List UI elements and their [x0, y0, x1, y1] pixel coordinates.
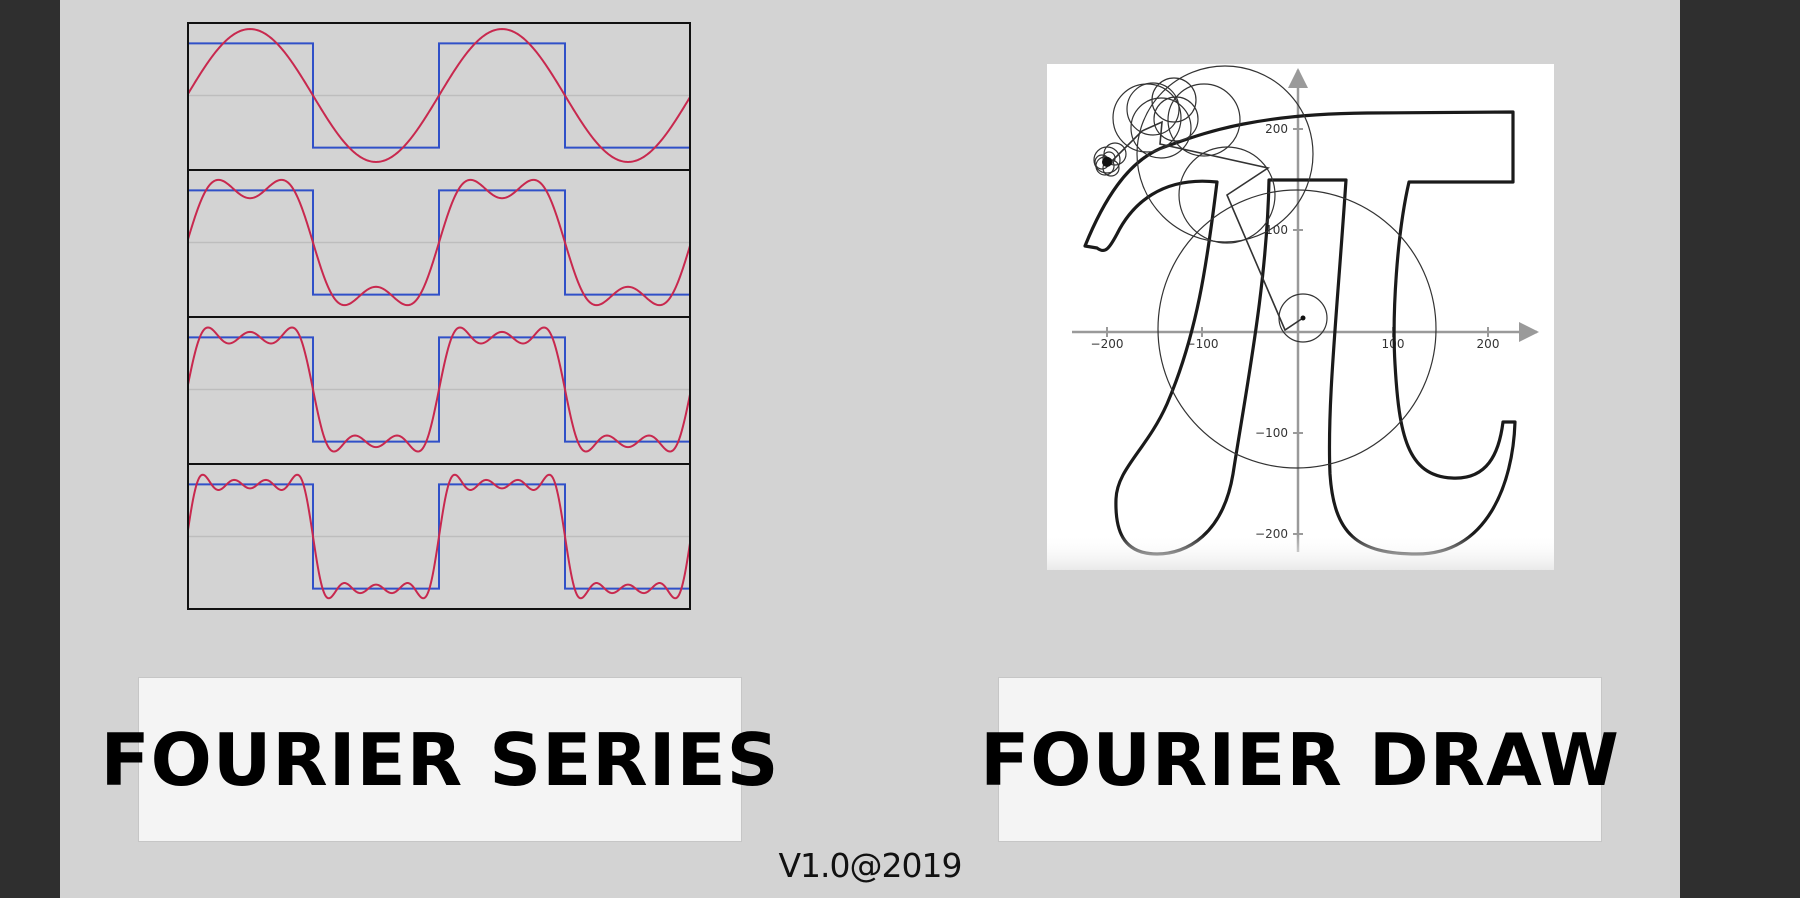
fourier-approximation [186, 326, 692, 453]
fourier-approximation [186, 178, 692, 307]
x-tick-label: −200 [1091, 337, 1124, 351]
fourier-series-preview [186, 22, 692, 610]
series-panel [186, 316, 692, 465]
x-tick-label: −100 [1186, 337, 1219, 351]
version-label: V1.0@2019 [778, 846, 962, 885]
fourier-draw-button[interactable]: FOURIER DRAW [980, 677, 1619, 842]
series-panel [186, 463, 692, 610]
y-tick-label: 200 [1265, 122, 1288, 136]
fourier-series-label: FOURIER SERIES [100, 717, 780, 802]
series-panel [186, 169, 692, 318]
square-wave-approximation-plots [186, 22, 692, 610]
x-tick-label: 200 [1477, 337, 1500, 351]
pi-outline [1083, 110, 1517, 556]
fourier-draw-preview: −200 −100 100 200 200 100 −100 −200 [1047, 64, 1554, 570]
series-panel [186, 22, 692, 171]
fourier-approximation [186, 28, 692, 163]
epicycle-circles [1093, 65, 1437, 469]
main-menu: −200 −100 100 200 200 100 −100 −200 [60, 0, 1680, 898]
fourier-draw-label: FOURIER DRAW [980, 717, 1620, 802]
y-tick-label: 100 [1265, 223, 1288, 237]
epicycle-pi-drawing: −200 −100 100 200 200 100 −100 −200 [1047, 65, 1554, 570]
fourier-approximation [186, 473, 692, 600]
pen-tip [1102, 157, 1112, 167]
fourier-series-button[interactable]: FOURIER SERIES [100, 677, 779, 842]
y-tick-label: −100 [1255, 426, 1288, 440]
